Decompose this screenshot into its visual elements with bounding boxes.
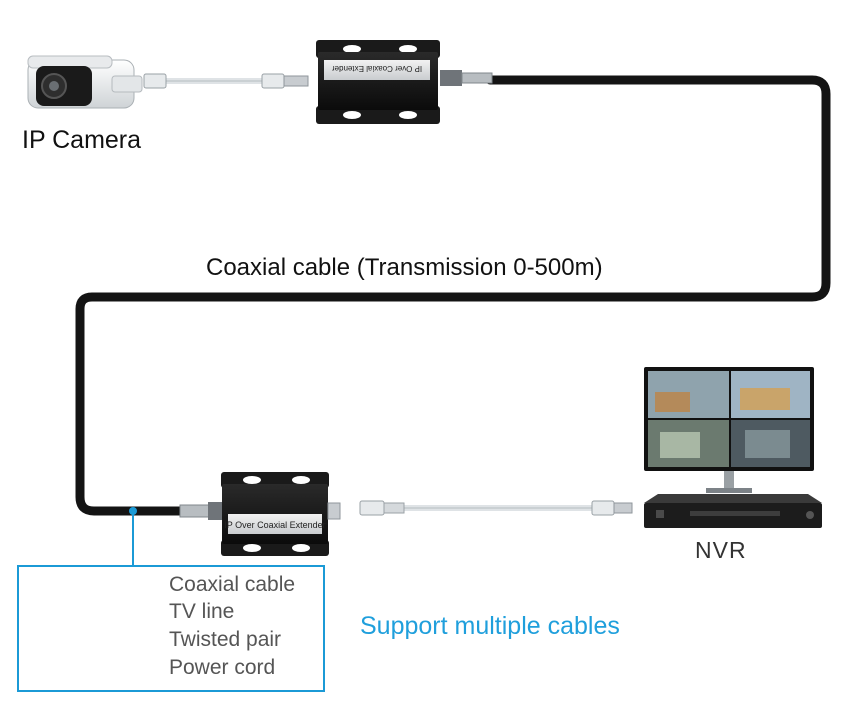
extender-box-icon: IP Over Coaxial Extender xyxy=(179,472,341,556)
cable-types-legend: Coaxial cable TV line Twisted pair Power… xyxy=(17,565,325,692)
nvr-label: NVR xyxy=(695,537,747,563)
ip-camera-icon xyxy=(27,55,143,109)
coaxial-transmission-label: Coaxial cable (Transmission 0-500m) xyxy=(206,254,603,281)
support-multiple-cables-label: Support multiple cables xyxy=(360,612,620,640)
legend-item-tv-line: TV line xyxy=(169,600,235,623)
bnc-connector-icon xyxy=(461,72,493,84)
legend-item-power-cord: Power cord xyxy=(169,656,276,679)
ethernet-cable-bottom xyxy=(359,500,633,516)
extender-top-label: IP Over Coaxial Extender xyxy=(332,64,422,73)
ip-camera-label: IP Camera xyxy=(22,126,142,154)
legend-item-twisted-pair: Twisted pair xyxy=(169,628,282,651)
nvr-recorder-icon xyxy=(644,494,822,528)
legend-item-coaxial: Coaxial cable xyxy=(169,573,296,596)
coaxial-cable-line xyxy=(75,75,831,516)
rj45-connector-icon xyxy=(143,73,167,89)
extender-bottom-label: IP Over Coaxial Extender xyxy=(224,520,325,530)
extender-box-icon: IP Over Coaxial Extender xyxy=(316,40,493,124)
ethernet-cable-top xyxy=(143,73,309,89)
monitor-icon xyxy=(644,367,814,493)
